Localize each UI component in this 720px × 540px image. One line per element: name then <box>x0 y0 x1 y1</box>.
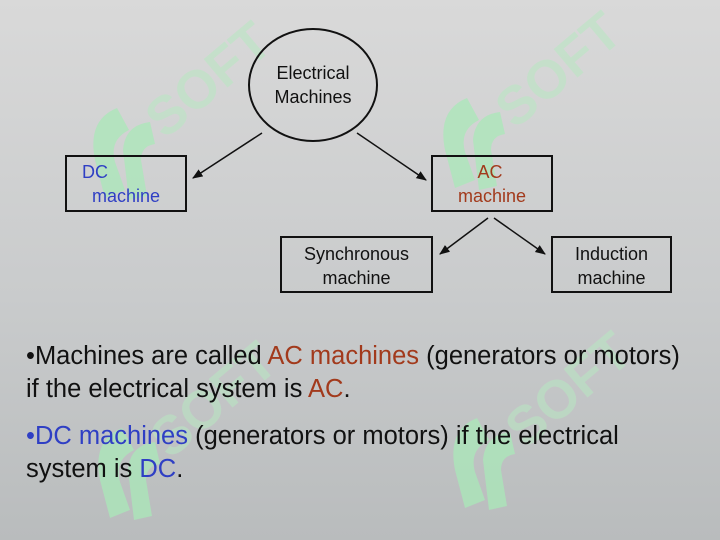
root-line-2: Machines <box>274 87 352 107</box>
bullet-ac-text-1: Machines are called <box>34 342 268 370</box>
dc-node-label: DC machine <box>66 160 186 208</box>
bullet-ac-highlight-machines: AC machines <box>267 342 420 370</box>
sync-line-2: machine <box>322 268 391 288</box>
arrow-ac-to-induction <box>493 217 546 255</box>
arrow-ac-to-sync <box>439 217 489 255</box>
arrow-root-to-dc <box>192 132 263 179</box>
bullet-dc-text-1: (generators or motors) if the electrical… <box>26 422 619 483</box>
bullet-dc-highlight-dc: DC <box>139 455 177 483</box>
bullet-ac-highlight-ac: AC <box>308 375 344 403</box>
dc-node-box <box>65 155 187 212</box>
ac-line-1: AC <box>477 162 503 182</box>
bullet-list: •Machines are called AC machines (genera… <box>26 340 696 500</box>
ac-node-box <box>431 155 553 212</box>
bullet-dc-text-2: . <box>176 455 184 483</box>
bullet-dc: •DC machines (generators or motors) if t… <box>26 420 696 486</box>
induction-line-1: Induction <box>574 244 649 264</box>
sync-node-label: Synchronous machine <box>281 242 432 290</box>
bullet-ac-text-2: (generators or motors) if the electrical… <box>26 342 680 403</box>
induction-node-box <box>551 236 672 293</box>
ac-line-2: machine <box>457 186 527 206</box>
induction-line-2: machine <box>577 268 646 288</box>
bullet-dc-highlight-machines: DC machines <box>34 422 188 450</box>
ac-node-label: AC machine <box>432 160 552 208</box>
bullet-marker-dc: • <box>26 422 35 450</box>
bullet-marker: • <box>26 342 35 370</box>
sync-line-1: Synchronous <box>303 244 410 264</box>
dc-line-2: machine <box>91 186 161 206</box>
sync-node-box <box>280 236 433 293</box>
induction-node-label: Induction machine <box>552 242 671 290</box>
diagram-shapes <box>65 28 672 293</box>
arrow-root-to-ac <box>356 132 427 181</box>
root-line-1: Electrical <box>276 63 350 83</box>
bullet-ac: •Machines are called AC machines (genera… <box>26 340 696 406</box>
root-node-ellipse <box>248 28 378 142</box>
dc-line-1: DC <box>82 162 108 182</box>
root-node-label: Electrical Machines <box>249 61 377 109</box>
bullet-ac-text-3: . <box>343 375 351 403</box>
